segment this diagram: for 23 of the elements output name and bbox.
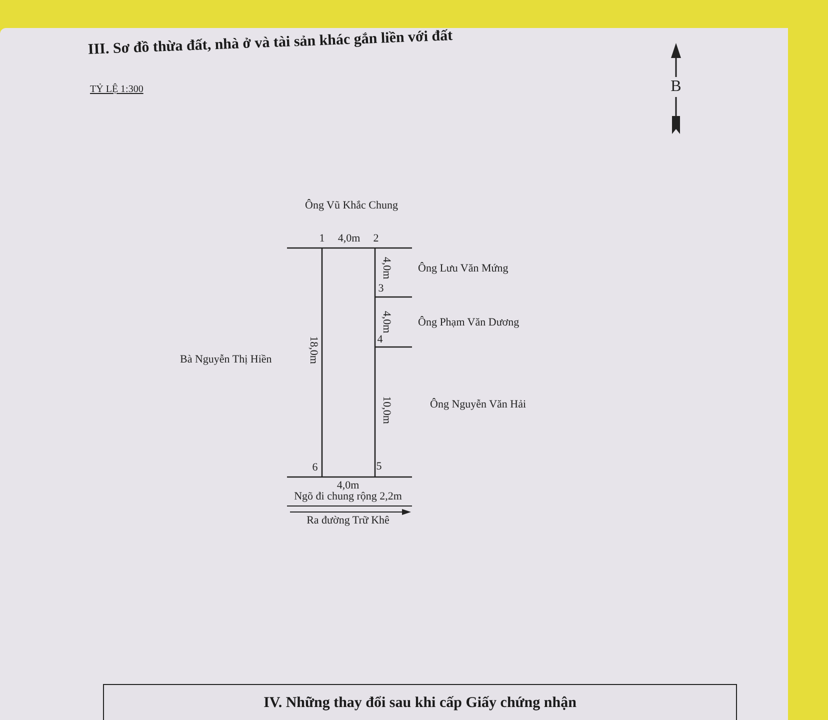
corner-number: 5 xyxy=(376,462,382,472)
dimension-text: 4,0m xyxy=(380,256,392,280)
neighbor-name: Ông Phạm Văn Dương xyxy=(418,318,520,328)
corner-number: 1 xyxy=(319,234,325,244)
road-label: Ngõ đi chung rộng 2,2m xyxy=(294,492,402,502)
scale-text: TỶ LỆ 1:300 xyxy=(90,85,144,95)
dimension-text: 10,0m xyxy=(380,396,392,424)
dimension-text: 4,0m xyxy=(336,480,360,492)
section-title: III. Sơ đồ thừa đất, nhà ở và tài sản khác gắn liền với đất xyxy=(88,28,453,59)
corner-number: 3 xyxy=(378,284,384,294)
neighbor-name: Ông Lưu Văn Mứng xyxy=(418,264,508,274)
section-heading: IV. Những thay đổi sau khi cấp Giấy chứng nhận xyxy=(264,695,576,713)
corner-number: 6 xyxy=(312,462,318,474)
dimension-text: 18,0m xyxy=(308,336,318,364)
road-label: Ra đường Trữ Khê xyxy=(306,516,390,526)
neighbor-name: Bà Nguyễn Thị Hiền xyxy=(180,354,272,366)
neighbor-name: Ông Vũ Khắc Chung xyxy=(305,200,398,212)
dimension-text: 4,0m xyxy=(338,234,360,244)
corner-number: 2 xyxy=(373,234,379,244)
neighbor-name: Ông Nguyễn Văn Hải xyxy=(430,400,526,410)
corner-number: 4 xyxy=(377,334,383,346)
north-letter: B xyxy=(670,79,682,95)
dimension-text: 4,0m xyxy=(380,310,392,334)
